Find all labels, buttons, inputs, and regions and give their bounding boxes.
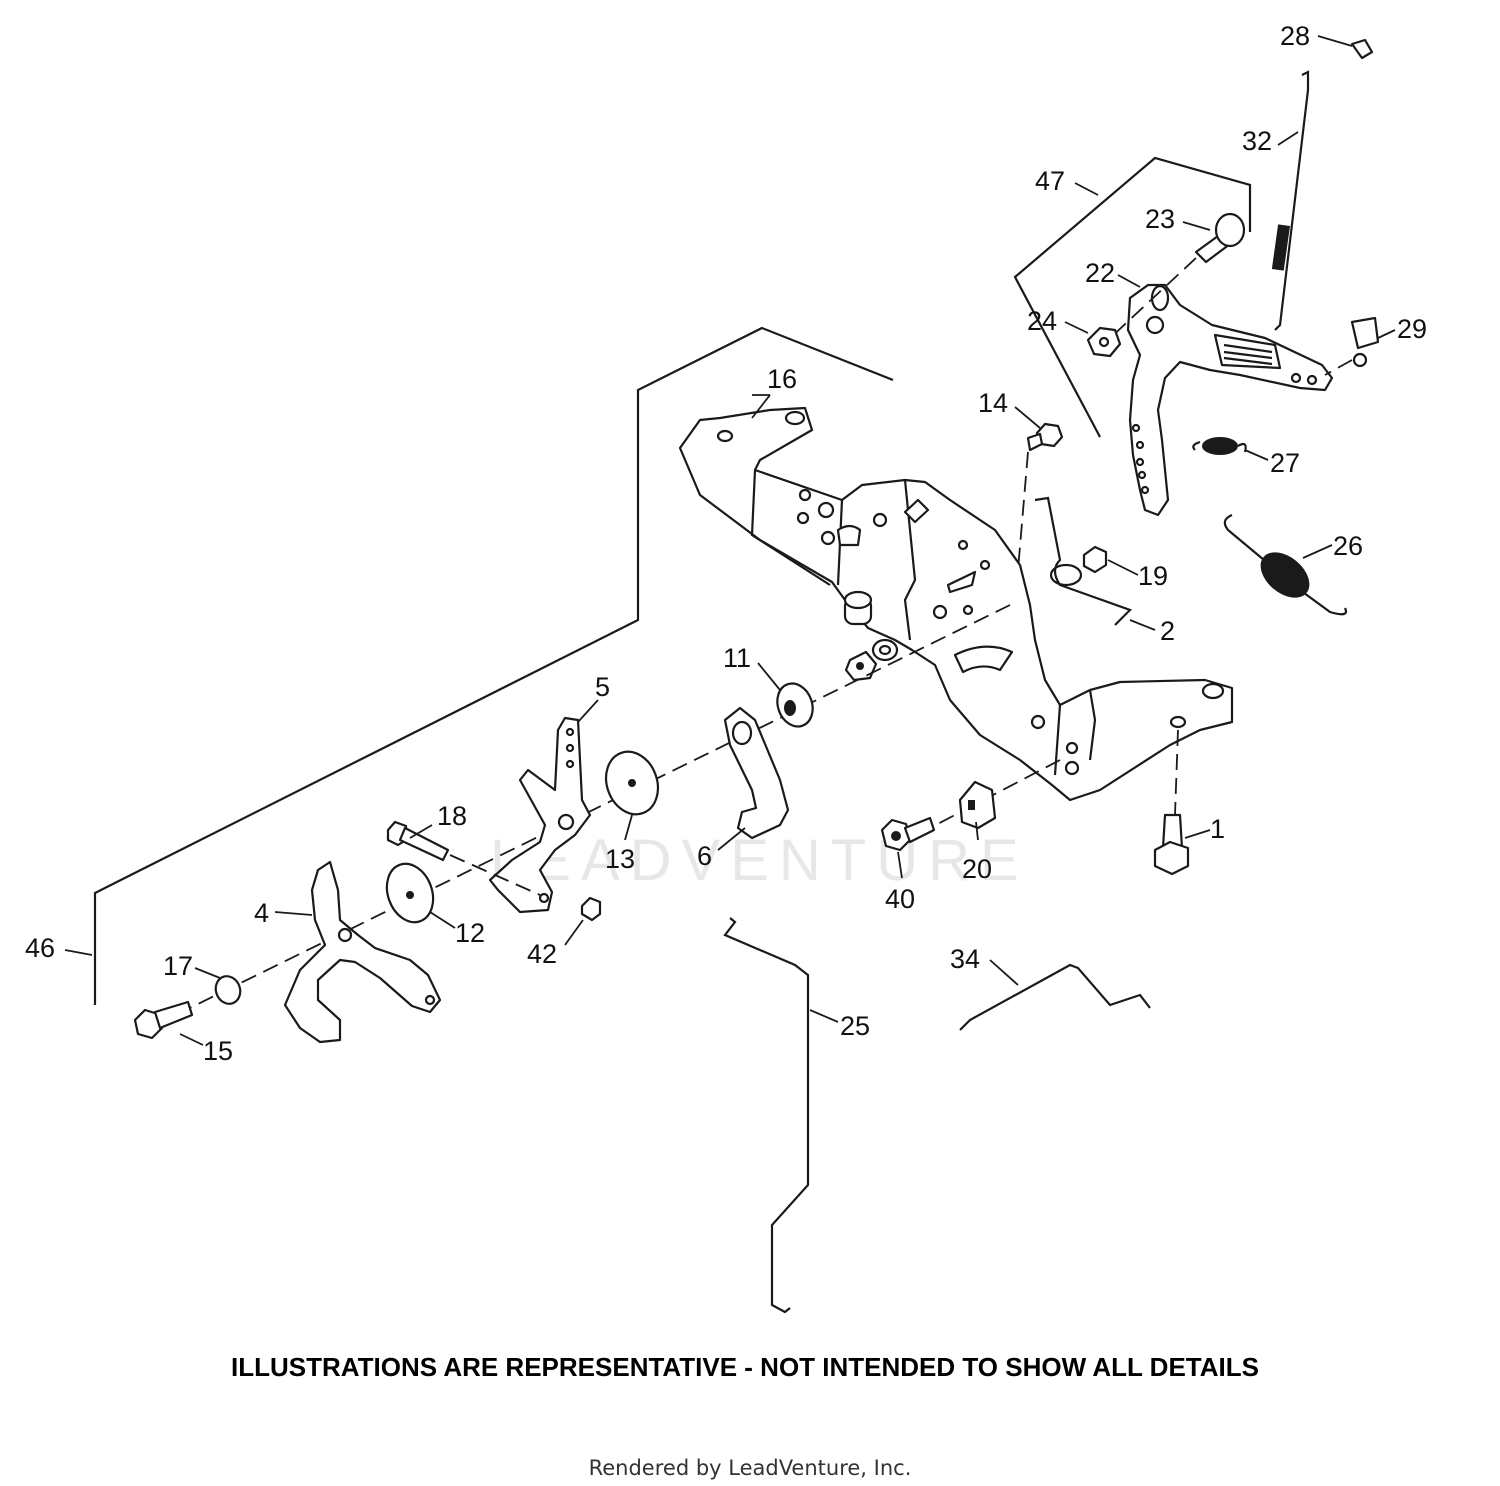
bolt-part-40: [880, 816, 936, 852]
washer-part-12: [385, 862, 435, 924]
callout-4: 4: [254, 898, 269, 928]
bracket-46: [93, 326, 894, 1005]
clip-part-20: [958, 780, 997, 830]
callout-1: 1: [1210, 814, 1225, 844]
spring-coil: [1049, 563, 1083, 587]
callout-labels: 28 32 47 23 22 24 29 16 14 27 26 19 2 11…: [25, 21, 1427, 1066]
callout-22: 22: [1085, 258, 1115, 288]
nut-part-42: [580, 896, 602, 922]
rod-part-25: [723, 917, 810, 1314]
clip-part-28: [1350, 38, 1374, 60]
callout-32: 32: [1242, 126, 1272, 156]
callout-15: 15: [203, 1036, 233, 1066]
callout-2: 2: [1160, 616, 1175, 646]
watermark: LEADVENTURE: [490, 828, 1029, 893]
callout-40: 40: [885, 884, 915, 914]
callout-14: 14: [978, 388, 1008, 418]
callout-28: 28: [1280, 21, 1310, 51]
callout-19: 19: [1138, 561, 1168, 591]
callout-25: 25: [840, 1011, 870, 1041]
bolt-part-1: [1153, 813, 1190, 876]
callout-16: 16: [767, 364, 797, 394]
callout-24: 24: [1027, 306, 1057, 336]
spring-wire-part: [1034, 496, 1133, 626]
leader-lines: [64, 35, 1396, 1046]
lever-part-5: [488, 716, 592, 914]
callout-26: 26: [1333, 531, 1363, 561]
pin-part-23: [1194, 212, 1246, 264]
washer-part-13: [604, 750, 660, 816]
callout-23: 23: [1145, 204, 1175, 234]
main-bracket-part: [678, 406, 1234, 802]
washer-part-17: [214, 975, 242, 1005]
disclaimer-text: ILLUSTRATIONS ARE REPRESENTATIVE - NOT I…: [231, 1352, 1259, 1382]
lever-part-4: [283, 860, 442, 1044]
callout-42: 42: [527, 939, 557, 969]
bracket-47: [1013, 156, 1252, 438]
pedal-assembly: [1126, 283, 1334, 517]
lever-part-6: [723, 706, 790, 840]
bolt-part-14: [1026, 422, 1064, 452]
callout-5: 5: [595, 672, 610, 702]
bolt-part-15: [133, 1000, 194, 1040]
spring-part-27: [1192, 437, 1247, 455]
callout-12: 12: [455, 918, 485, 948]
callout-17: 17: [163, 951, 193, 981]
rod-part-34: [959, 963, 1151, 1031]
callout-27: 27: [1270, 448, 1300, 478]
callout-29: 29: [1397, 314, 1427, 344]
callout-46: 46: [25, 933, 55, 963]
nut-part-19: [1082, 545, 1108, 574]
spring-part-26: [1223, 513, 1348, 616]
callout-11: 11: [723, 643, 751, 673]
callout-20: 20: [962, 854, 992, 884]
callout-18: 18: [437, 801, 467, 831]
callout-13: 13: [605, 844, 635, 874]
clip-part-29: [1350, 316, 1380, 368]
rod-part-32: [1271, 70, 1310, 331]
callout-6: 6: [697, 841, 712, 871]
callout-34: 34: [950, 944, 980, 974]
footer-text: Rendered by LeadVenture, Inc.: [589, 1456, 912, 1480]
washer-part-11: [776, 682, 814, 728]
callout-47: 47: [1035, 166, 1065, 196]
